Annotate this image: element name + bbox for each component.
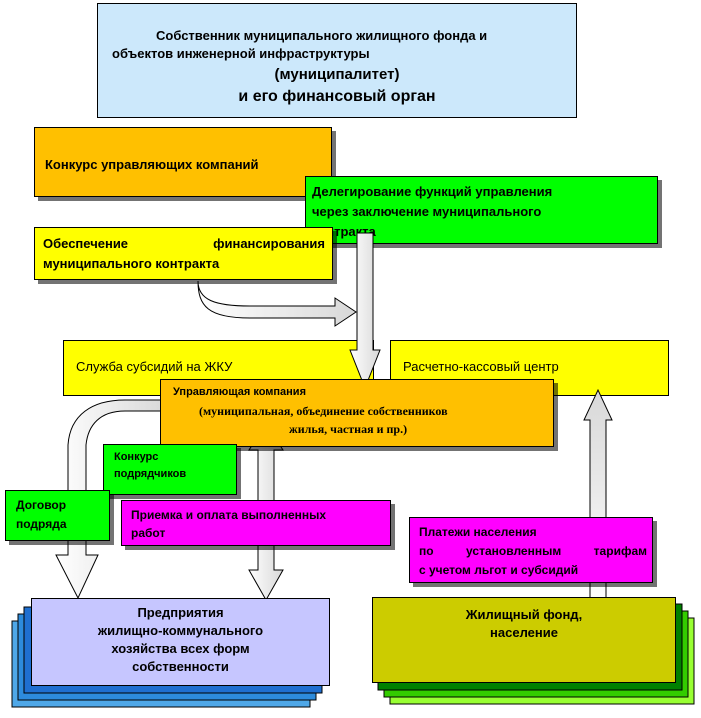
owner-box: Собственник муниципального жилищного фон…	[97, 3, 577, 118]
management-tender-label: Конкурс управляющих компаний	[45, 157, 259, 172]
enterprises-box: Предприятия жилищно-коммунального хозяйс…	[31, 598, 330, 686]
financing-line-1-text: Обеспечение финансирования	[43, 236, 325, 251]
management-tender-box: Конкурс управляющих компаний	[34, 127, 332, 197]
contract-line-1: Договор	[16, 498, 67, 512]
contract-line-2: подряда	[16, 517, 67, 531]
payments-box: Платежи населения по установленным тариф…	[409, 517, 653, 583]
owner-line-2: объектов инженерной инфраструктуры	[112, 46, 370, 61]
payments-line-1: Платежи населения	[419, 525, 537, 539]
financing-line-1: Обеспечение финансирования	[43, 236, 325, 251]
management-to-enterprises-arrow	[55, 399, 166, 600]
owner-line-3: (муниципалитет)	[274, 66, 400, 83]
management-company-box: Управляющая компания (муниципальная, объ…	[160, 379, 554, 447]
cash-center-label: Расчетно-кассовый центр	[403, 359, 559, 374]
acceptance-line-2: работ	[131, 526, 166, 540]
enterprises-line-4: собственности	[132, 659, 229, 674]
delegation-line-2: через заключение муниципального	[312, 204, 542, 219]
management-company-line-1: Управляющая компания	[173, 386, 306, 398]
delegation-box: Делегирование функций управления через з…	[305, 176, 658, 244]
housing-line-2: население	[490, 625, 558, 640]
enterprises-line-1: Предприятия	[137, 605, 224, 620]
housing-box: Жилищный фонд, население	[372, 597, 676, 683]
management-company-line-2: (муниципальная, объединение собственнико…	[199, 404, 448, 418]
contractor-tender-box: Конкурс подрядчиков	[103, 444, 237, 495]
financing-curve-arrow	[197, 280, 357, 327]
payments-line-3: с учетом льгот и субсидий	[419, 563, 579, 577]
owner-line-1: Собственник муниципального жилищного фон…	[156, 28, 488, 43]
owner-line-4: и его финансовый орган	[238, 88, 436, 105]
contractor-tender-line-2: подрядчиков	[114, 468, 187, 480]
delegation-line-1: Делегирование функций управления	[312, 184, 553, 199]
enterprises-line-3: хозяйства всех форм	[111, 641, 250, 656]
subsidy-service-label: Служба субсидий на ЖКУ	[76, 359, 233, 374]
housing-line-1: Жилищный фонд,	[465, 607, 583, 622]
enterprises-line-2: жилищно-коммунального	[97, 623, 264, 638]
management-company-line-3: жилья, частная и пр.)	[289, 422, 408, 436]
acceptance-box: Приемка и оплата выполненных работ	[121, 500, 391, 546]
contractor-tender-line-1: Конкурс	[114, 451, 159, 463]
delegation-down-arrow	[349, 232, 381, 390]
financing-line-2: муниципального контракта	[43, 256, 220, 271]
acceptance-line-1: Приемка и оплата выполненных	[131, 508, 327, 522]
payments-line-2: по установленным тарифам	[419, 544, 647, 558]
contract-box: Договор подряда	[5, 490, 110, 541]
payments-line-2-text: по установленным тарифам	[419, 544, 647, 558]
financing-box: Обеспечение финансирования муниципальног…	[34, 227, 333, 280]
